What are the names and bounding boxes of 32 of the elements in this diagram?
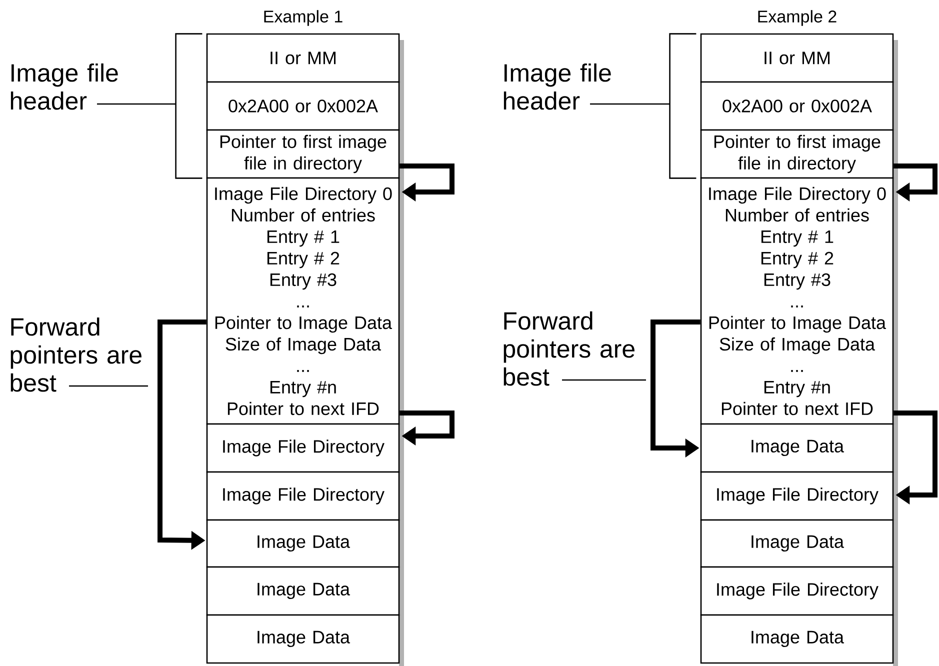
field-box: Image Data xyxy=(700,423,894,473)
arrow xyxy=(894,410,938,504)
callout-text: Forward pointers are best xyxy=(10,317,142,392)
column-heading: Example 1 xyxy=(264,10,342,26)
field-box: Image Data xyxy=(206,566,400,616)
field-box: Pointer to first image file in directory xyxy=(206,129,400,179)
field-box: Image File Directory xyxy=(206,471,400,521)
callout-text: Forward pointers are best xyxy=(504,311,634,386)
leader-line xyxy=(562,379,646,381)
field-box: Image Data xyxy=(206,519,400,568)
leader-line xyxy=(97,103,176,105)
bracket xyxy=(175,33,202,179)
callout-text: Image file header xyxy=(10,63,118,110)
field-box: II or MM xyxy=(206,33,400,83)
field-box: Pointer to first image file in directory xyxy=(700,129,894,179)
field-box: Image File Directory xyxy=(700,471,894,521)
arrow xyxy=(400,164,454,202)
field-box: 0x2A00 or 0x002A xyxy=(700,81,894,131)
field-box: Image Data xyxy=(700,614,894,664)
field-box: 0x2A00 or 0x002A xyxy=(206,81,400,131)
bracket xyxy=(669,33,696,179)
arrow xyxy=(894,164,938,202)
arrow xyxy=(400,410,454,446)
callout-text: Image file header xyxy=(504,63,611,110)
column-heading: Example 2 xyxy=(758,10,836,26)
field-box: II or MM xyxy=(700,33,894,83)
leader-line xyxy=(69,385,148,387)
field-box: Image File Directory xyxy=(700,566,894,616)
leader-line xyxy=(590,103,670,105)
field-box: Image File Directory xyxy=(206,423,400,473)
field-box: Image Data xyxy=(206,614,400,664)
field-box: Image Data xyxy=(700,519,894,568)
